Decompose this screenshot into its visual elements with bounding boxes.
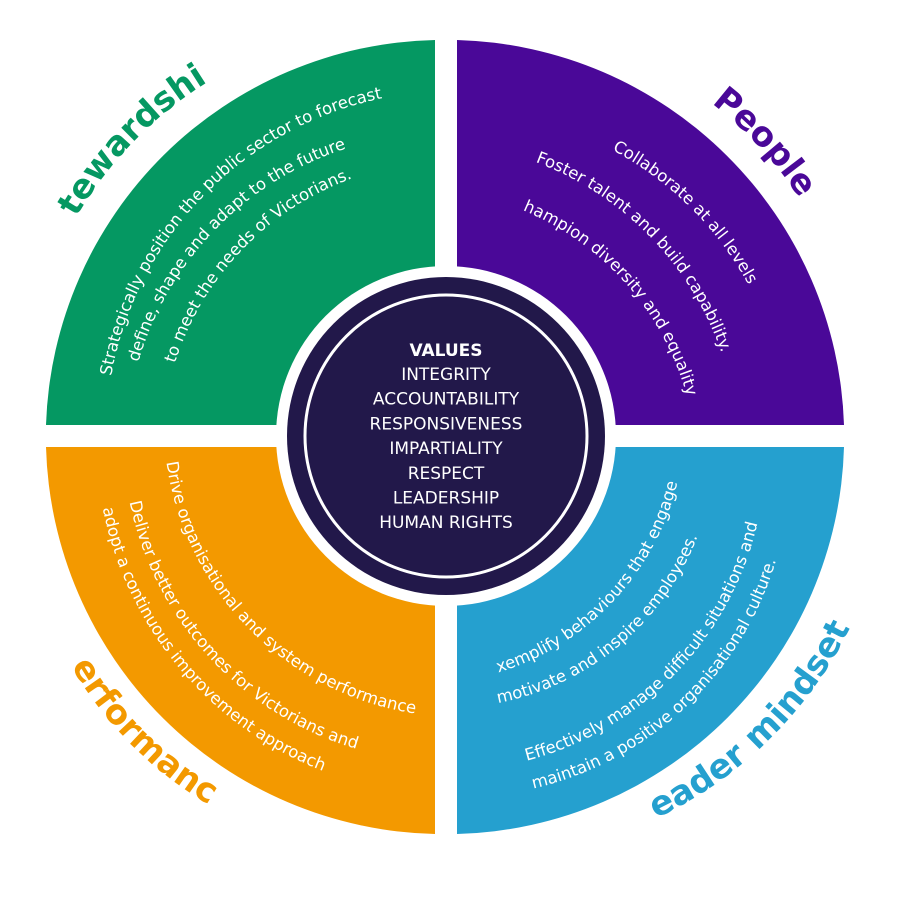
- value-item: ACCOUNTABILITY: [373, 390, 520, 410]
- values-inner-ring: [303, 293, 589, 579]
- values-heading: VALUES: [409, 341, 482, 361]
- values-list: INTEGRITY ACCOUNTABILITY RESPONSIVENESS IMP…: [370, 365, 523, 533]
- value-item: IMPARTIALITY: [389, 439, 503, 459]
- value-item: HUMAN RIGHTS: [379, 513, 513, 533]
- value-item: RESPECT: [408, 464, 485, 484]
- value-item: INTEGRITY: [401, 365, 491, 385]
- value-item: RESPONSIVENESS: [370, 414, 523, 434]
- value-item: LEADERSHIP: [393, 489, 499, 509]
- values-circle: [287, 277, 605, 595]
